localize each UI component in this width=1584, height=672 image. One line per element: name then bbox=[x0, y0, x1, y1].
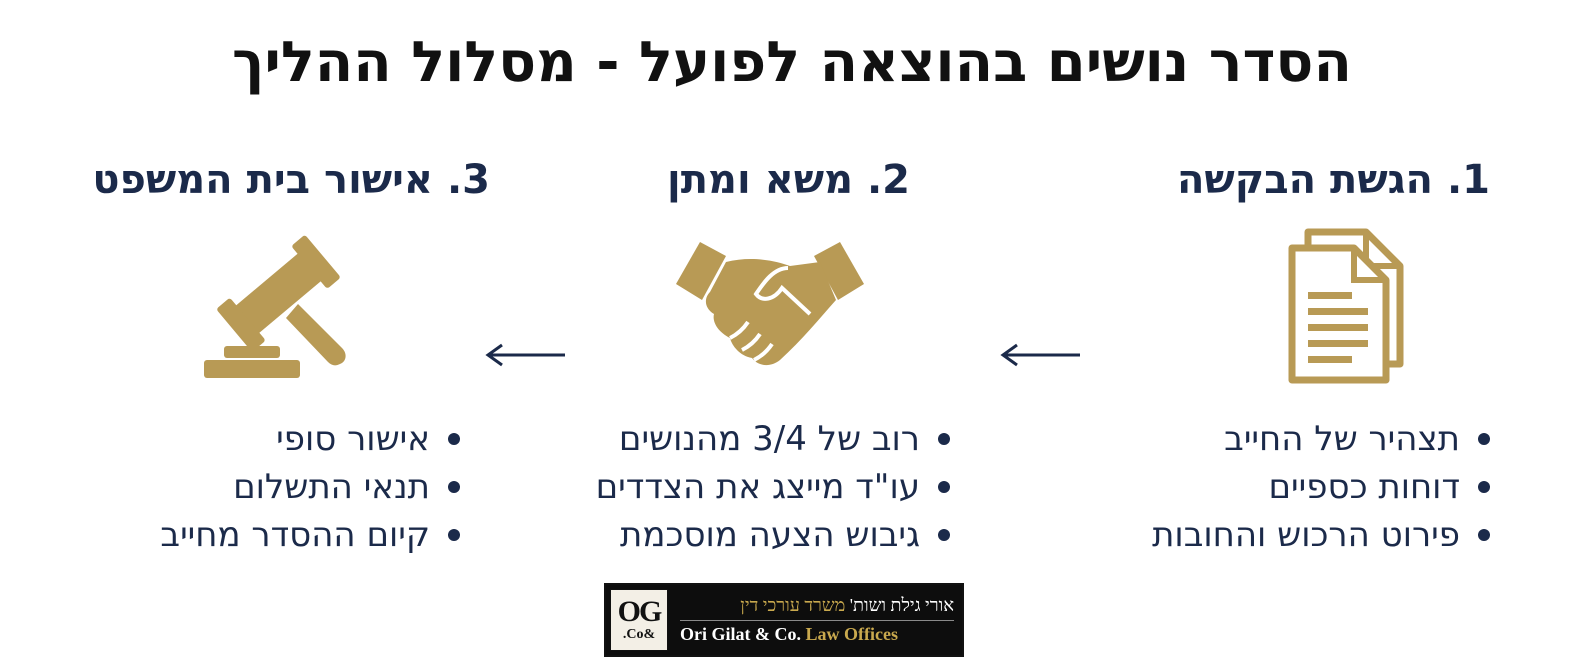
step-bullets: רוב של 3/4 מהנושים עו"ד מייצג את הצדדים … bbox=[596, 415, 950, 559]
arrow-left-icon bbox=[995, 340, 1085, 370]
list-item: עו"ד מייצג את הצדדים bbox=[596, 463, 950, 511]
bullet-dot-icon bbox=[938, 529, 950, 541]
step-negotiation: 2. משא ומתן רוב של 3/4 מהנושים עו"ד מייצ… bbox=[540, 150, 1000, 570]
bullet-dot-icon bbox=[448, 481, 460, 493]
step-title: 2. משא ומתן bbox=[666, 157, 910, 203]
bullet-dot-icon bbox=[1478, 481, 1490, 493]
documents-icon bbox=[1230, 222, 1430, 392]
step-title: 1. הגשת הבקשה bbox=[1176, 157, 1490, 203]
list-item: דוחות כספיים bbox=[1152, 463, 1490, 511]
gavel-icon bbox=[190, 222, 390, 392]
bullet-dot-icon bbox=[938, 433, 950, 445]
list-item: תצהיר של החייב bbox=[1152, 415, 1490, 463]
list-item: גיבוש הצעה מוסכמת bbox=[596, 511, 950, 559]
og-logo-mark: OG &Co. bbox=[610, 589, 668, 651]
list-item: קיום ההסדר מחייב bbox=[160, 511, 460, 559]
step-title: 3. אישור בית המשפט bbox=[92, 157, 490, 203]
logo-text: אורי גילת ושות' משרד עורכי דין Ori Gilat… bbox=[672, 585, 962, 655]
bullet-dot-icon bbox=[938, 481, 950, 493]
law-office-logo: OG &Co. אורי גילת ושות' משרד עורכי דין O… bbox=[604, 583, 964, 657]
bullet-dot-icon bbox=[448, 433, 460, 445]
bullet-dot-icon bbox=[448, 529, 460, 541]
step-bullets: תצהיר של החייב דוחות כספיים פירוט הרכוש … bbox=[1152, 415, 1490, 559]
step-bullets: אישור סופי תנאי התשלום קיום ההסדר מחייב bbox=[160, 415, 460, 559]
handshake-icon bbox=[670, 222, 870, 392]
step-court-approval: 3. אישור בית המשפט אישור סופי תנאי התשלו… bbox=[30, 150, 490, 570]
page-title: הסדר נושים בהוצאה לפועל - מסלול ההליך bbox=[232, 30, 1352, 95]
logo-english-name: Ori Gilat & Co. Law Offices bbox=[680, 624, 898, 644]
list-item: רוב של 3/4 מהנושים bbox=[596, 415, 950, 463]
arrow-left-icon bbox=[480, 340, 570, 370]
list-item: פירוט הרכוש והחובות bbox=[1152, 511, 1490, 559]
list-item: תנאי התשלום bbox=[160, 463, 460, 511]
step-submit-request: 1. הגשת הבקשה תצהיר של החייב דוחות כספיי… bbox=[1030, 150, 1490, 570]
logo-hebrew-name: אורי גילת ושות' משרד עורכי דין bbox=[680, 593, 954, 621]
bullet-dot-icon bbox=[1478, 433, 1490, 445]
list-item: אישור סופי bbox=[160, 415, 460, 463]
bullet-dot-icon bbox=[1478, 529, 1490, 541]
